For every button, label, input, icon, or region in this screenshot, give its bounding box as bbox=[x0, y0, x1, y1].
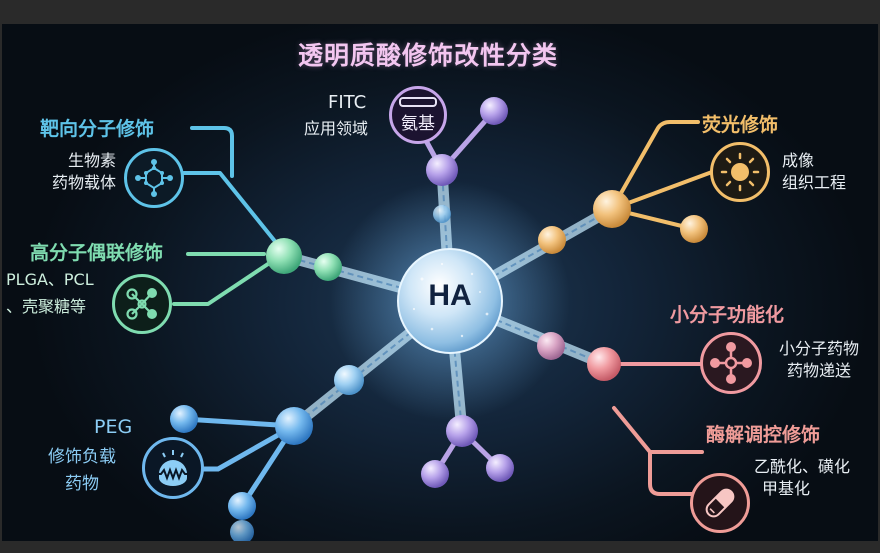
desc-line: 药物载体 bbox=[52, 173, 117, 192]
desc-line: 药物 bbox=[65, 474, 99, 494]
bar-icon bbox=[399, 96, 437, 107]
desc-fluorescent: 成像 组织工程 bbox=[782, 150, 846, 194]
amino-badge-icon: 氨基 bbox=[389, 86, 447, 144]
diagram-canvas: 透明质酸修饰改性分类 HA 靶向分子修饰 生物素 药物载体 高分子偶联修饰 PL… bbox=[2, 24, 878, 541]
center-ha-label: HA bbox=[428, 279, 472, 312]
cross-nodes-icon bbox=[700, 332, 762, 394]
desc-fitc: 应用领域 bbox=[304, 118, 368, 140]
desc-polymer: PLGA、PCL 、壳聚糖等 bbox=[6, 266, 94, 320]
desc-targeting: 生物素 药物载体 bbox=[52, 150, 116, 194]
desc-small-molecule: 小分子药物 药物递送 bbox=[773, 338, 865, 382]
amino-badge-text: 氨基 bbox=[401, 113, 435, 134]
category-fluorescent: 荧光修饰 bbox=[702, 114, 779, 136]
category-peg: PEG bbox=[94, 416, 133, 438]
desc-enzymatic: 乙酰化、磺化 甲基化 bbox=[754, 456, 850, 500]
molecule-hexagon-icon bbox=[124, 148, 184, 208]
desc-line: PLGA、PCL bbox=[6, 270, 94, 289]
desc-line: 修饰负载 bbox=[48, 447, 116, 467]
desc-line: 、壳聚糖等 bbox=[6, 297, 87, 316]
desc-line: 应用领域 bbox=[304, 119, 369, 138]
desc-line: 生物素 bbox=[67, 151, 116, 170]
desc-line: 组织工程 bbox=[782, 173, 847, 192]
desc-line: 乙酰化、磺化 bbox=[754, 457, 851, 476]
category-enzymatic: 酶解调控修饰 bbox=[706, 424, 821, 446]
category-polymer: 高分子偶联修饰 bbox=[30, 242, 164, 264]
molecule-diagram bbox=[170, 97, 714, 541]
desc-peg: 修饰负载 药物 bbox=[34, 444, 130, 498]
desc-line: 药物递送 bbox=[786, 361, 851, 380]
capsule-pill-icon bbox=[690, 473, 750, 533]
desc-line: 成像 bbox=[782, 151, 815, 170]
desc-line: 小分子药物 bbox=[778, 339, 859, 358]
dome-wave-icon bbox=[142, 437, 204, 499]
category-targeting: 靶向分子修饰 bbox=[40, 118, 155, 140]
category-small-molecule: 小分子功能化 bbox=[670, 304, 785, 326]
sun-icon bbox=[710, 142, 770, 202]
desc-line: 甲基化 bbox=[762, 479, 811, 498]
network-nodes-icon bbox=[112, 274, 172, 334]
category-fitc: FITC bbox=[328, 92, 367, 113]
diagram-title: 透明质酸修饰改性分类 bbox=[297, 41, 558, 70]
